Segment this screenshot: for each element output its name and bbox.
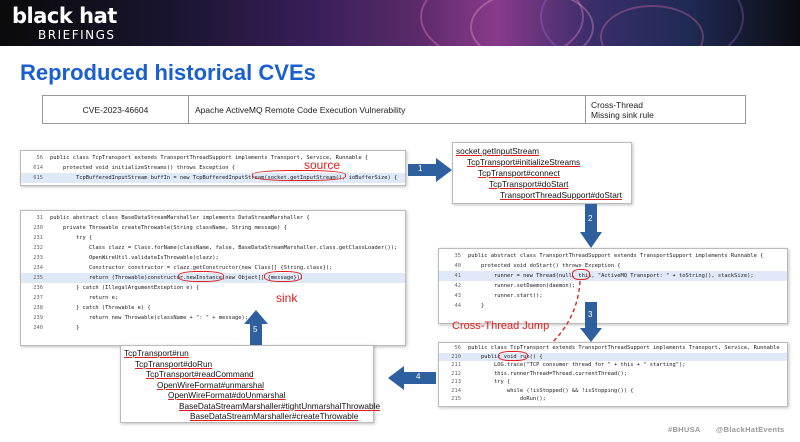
code-line: 210 public void run() { <box>439 352 787 361</box>
cve-tag-missing-sink: Missing sink rule <box>591 109 654 120</box>
code-line: 615 TcpBufferedInputStream buffIn = new … <box>21 173 405 183</box>
call-chain-source: socket.getInputStream TcpTransport#initi… <box>452 142 632 204</box>
code-line: 212 this.runnerThread=Thread.currentThre… <box>451 370 628 377</box>
call-chain-sink: TcpTransport#run TcpTransport#doRun TcpT… <box>120 345 380 423</box>
chain-item: TcpTransport#doStart <box>489 179 569 189</box>
chain-item: BaseDataStreamMarshaller#createThrowable <box>190 411 359 421</box>
code-line: 41 runner = new Thread(null, this, "Acti… <box>439 271 787 281</box>
step-2-label: 2 <box>588 214 593 223</box>
arrow-down-icon <box>580 302 602 342</box>
code-line: 240 } <box>33 325 80 331</box>
cve-description: Apache ActiveMQ Remote Code Execution Vu… <box>189 96 586 123</box>
cve-id: CVE-2023-46604 <box>43 96 189 123</box>
arrow-left-icon <box>388 366 436 390</box>
cross-thread-label: Cross-Thread Jump <box>452 320 550 332</box>
code-line: 215 doRun(); <box>451 396 546 403</box>
cve-table: CVE-2023-46604 Apache ActiveMQ Remote Co… <box>42 95 746 124</box>
chain-item: socket.getInputStream <box>456 146 540 156</box>
code-line: 238 } catch (Throwable e) { <box>33 305 151 311</box>
chain-item: TcpTransport#initializeStreams <box>467 157 581 167</box>
arrow-up-icon <box>244 310 268 350</box>
run-highlight <box>498 351 528 361</box>
arrow-right-icon <box>408 158 452 182</box>
chain-item: TcpTransport#doRun <box>135 358 213 369</box>
chain-item: TransportThreadSupport#doStart <box>500 190 622 200</box>
arrow-down-icon <box>580 204 602 248</box>
slide-title: Reproduced historical CVEs <box>20 60 316 85</box>
logo-subtitle: BRIEFINGS <box>38 28 116 42</box>
step-3-label: 3 <box>588 310 593 319</box>
step-1-label: 1 <box>418 164 423 173</box>
code-line: 614 protected void initializeStreams() t… <box>33 165 235 171</box>
code-line: 239 return new Throwable(className + ": … <box>33 315 248 321</box>
this-highlight <box>572 269 590 280</box>
footer-hashtag: #BHUSA <box>668 425 701 434</box>
chain-item: OpenWireFormat#doUnmarshal <box>168 390 286 400</box>
chain-item: BaseDataStreamMarshaller#tightUnmarshalT… <box>179 400 381 411</box>
code-line: 231 try { <box>33 235 93 241</box>
code-line: 40 protected void doStart() throws Excep… <box>454 263 621 269</box>
sink-highlight <box>264 271 302 282</box>
logo-text: black hat <box>12 4 117 28</box>
code-line: 211 LOG.trace("TCP consumer thread for "… <box>451 362 686 369</box>
decor-swirl <box>540 0 744 46</box>
code-line: 230 private Throwable createThrowable(St… <box>33 225 287 231</box>
code-line: 233 OpenWireUtil.validateIsThrowable(cla… <box>33 255 219 261</box>
chain-item: TcpTransport#readCommand <box>146 369 254 379</box>
step-4-label: 4 <box>416 372 421 381</box>
step-5-label: 5 <box>253 325 258 334</box>
chain-item: TcpTransport#run <box>124 348 189 358</box>
chain-item: TcpTransport#connect <box>478 168 560 178</box>
code-line: 44 } <box>454 303 485 309</box>
code-line: 236 } catch (IllegalArgumentException e)… <box>33 285 200 291</box>
header-banner: black hat BRIEFINGS <box>0 0 800 46</box>
code-line: 213 try { <box>451 379 511 386</box>
code-line: 234 Constructor constructor = clazz.getC… <box>33 265 333 271</box>
chain-item: OpenWireFormat#unmarshal <box>157 379 264 390</box>
source-highlight <box>252 170 346 181</box>
sink-highlight <box>178 271 224 282</box>
sink-label: sink <box>276 291 298 305</box>
footer-handle: @BlackHatEvents <box>716 425 785 434</box>
cve-tag-cross-thread: Cross-Thread <box>591 99 643 110</box>
code-line: 43 runner.start(); <box>454 293 543 299</box>
code-line: 232 Class clazz = Class.forName(classNam… <box>33 245 398 251</box>
code-line: 237 return e; <box>33 295 119 301</box>
source-label: source <box>304 158 341 172</box>
cve-tags: Cross-Thread Missing sink rule <box>586 96 745 123</box>
code-line: 214 while (!isStopped() && !isStopping()… <box>451 387 634 394</box>
code-line: 42 runner.setDaemon(daemon); <box>454 283 576 289</box>
